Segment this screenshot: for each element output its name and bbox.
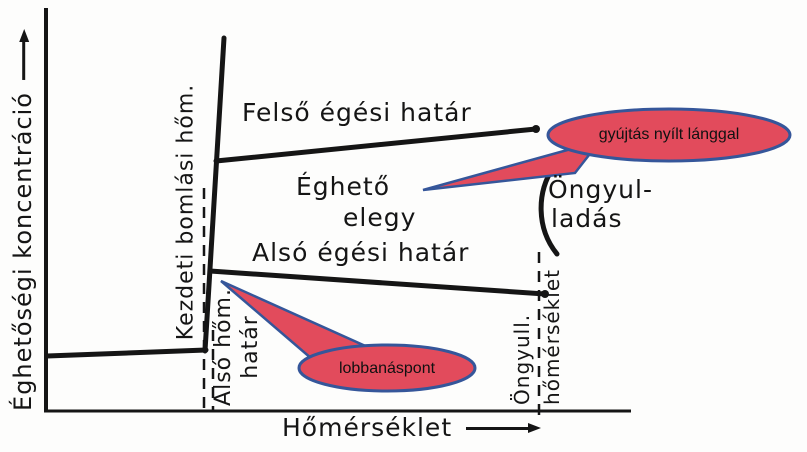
- lower-limit-line: [207, 268, 548, 297]
- autoignition-temp-line1: Öngyull.: [510, 313, 534, 405]
- upper-limit-line: [213, 126, 539, 164]
- self-ignition-line2: ladás: [551, 204, 623, 233]
- right-arrow-head-icon: [528, 423, 542, 434]
- lower-temp-limit-line1: Alsó hőm.: [211, 288, 236, 406]
- flash-point-callout-bubble: [297, 343, 477, 393]
- upper-limit-label: Felső égési határ: [242, 98, 472, 127]
- initial-decomposition-line: [202, 35, 227, 354]
- baseline-left-line: [44, 347, 209, 359]
- self-ignition-line1: Öngyul-: [548, 175, 653, 204]
- lower-limit-endpoint: [541, 290, 549, 298]
- open-flame-callout-tail: [422, 138, 604, 192]
- open-flame-callout-bubble: [546, 107, 792, 163]
- flash-point-callout-label: lobbanáspont: [338, 360, 436, 377]
- autoignition-temp-label: Öngyull. hőmérséklet: [507, 269, 567, 405]
- flammable-mixture-line2: elegy: [343, 203, 417, 232]
- self-ignition-label: Öngyul- ladás: [548, 175, 653, 233]
- upper-limit-endpoint: [532, 125, 540, 133]
- y-axis-label-text: Éghetőségi koncentráció: [9, 92, 38, 411]
- up-arrow-icon: [22, 42, 26, 81]
- y-axis-label: Éghetőségi koncentráció: [9, 29, 38, 411]
- x-axis-label-text: Hőmérséklet: [282, 413, 453, 442]
- right-arrow-icon: [466, 426, 529, 430]
- lower-temp-limit-line2: határ: [238, 315, 263, 379]
- lower-temp-limit-label: Alsó hőm. határ: [210, 288, 264, 406]
- initial-decomposition-label: Kezdeti bomlási hőm.: [173, 83, 199, 341]
- open-flame-callout-label: gyújtás nyílt lánggal: [598, 126, 740, 143]
- up-arrow-head-icon: [19, 29, 29, 43]
- autoignition-temp-line2: hőmérséklet: [540, 269, 564, 405]
- x-axis-label: Hőmérséklet: [282, 413, 542, 443]
- flammable-mixture-label: Éghető elegy: [296, 171, 416, 233]
- flammable-mixture-line1: Éghető: [296, 172, 390, 201]
- lower-limit-label: Alsó égési határ: [252, 238, 470, 267]
